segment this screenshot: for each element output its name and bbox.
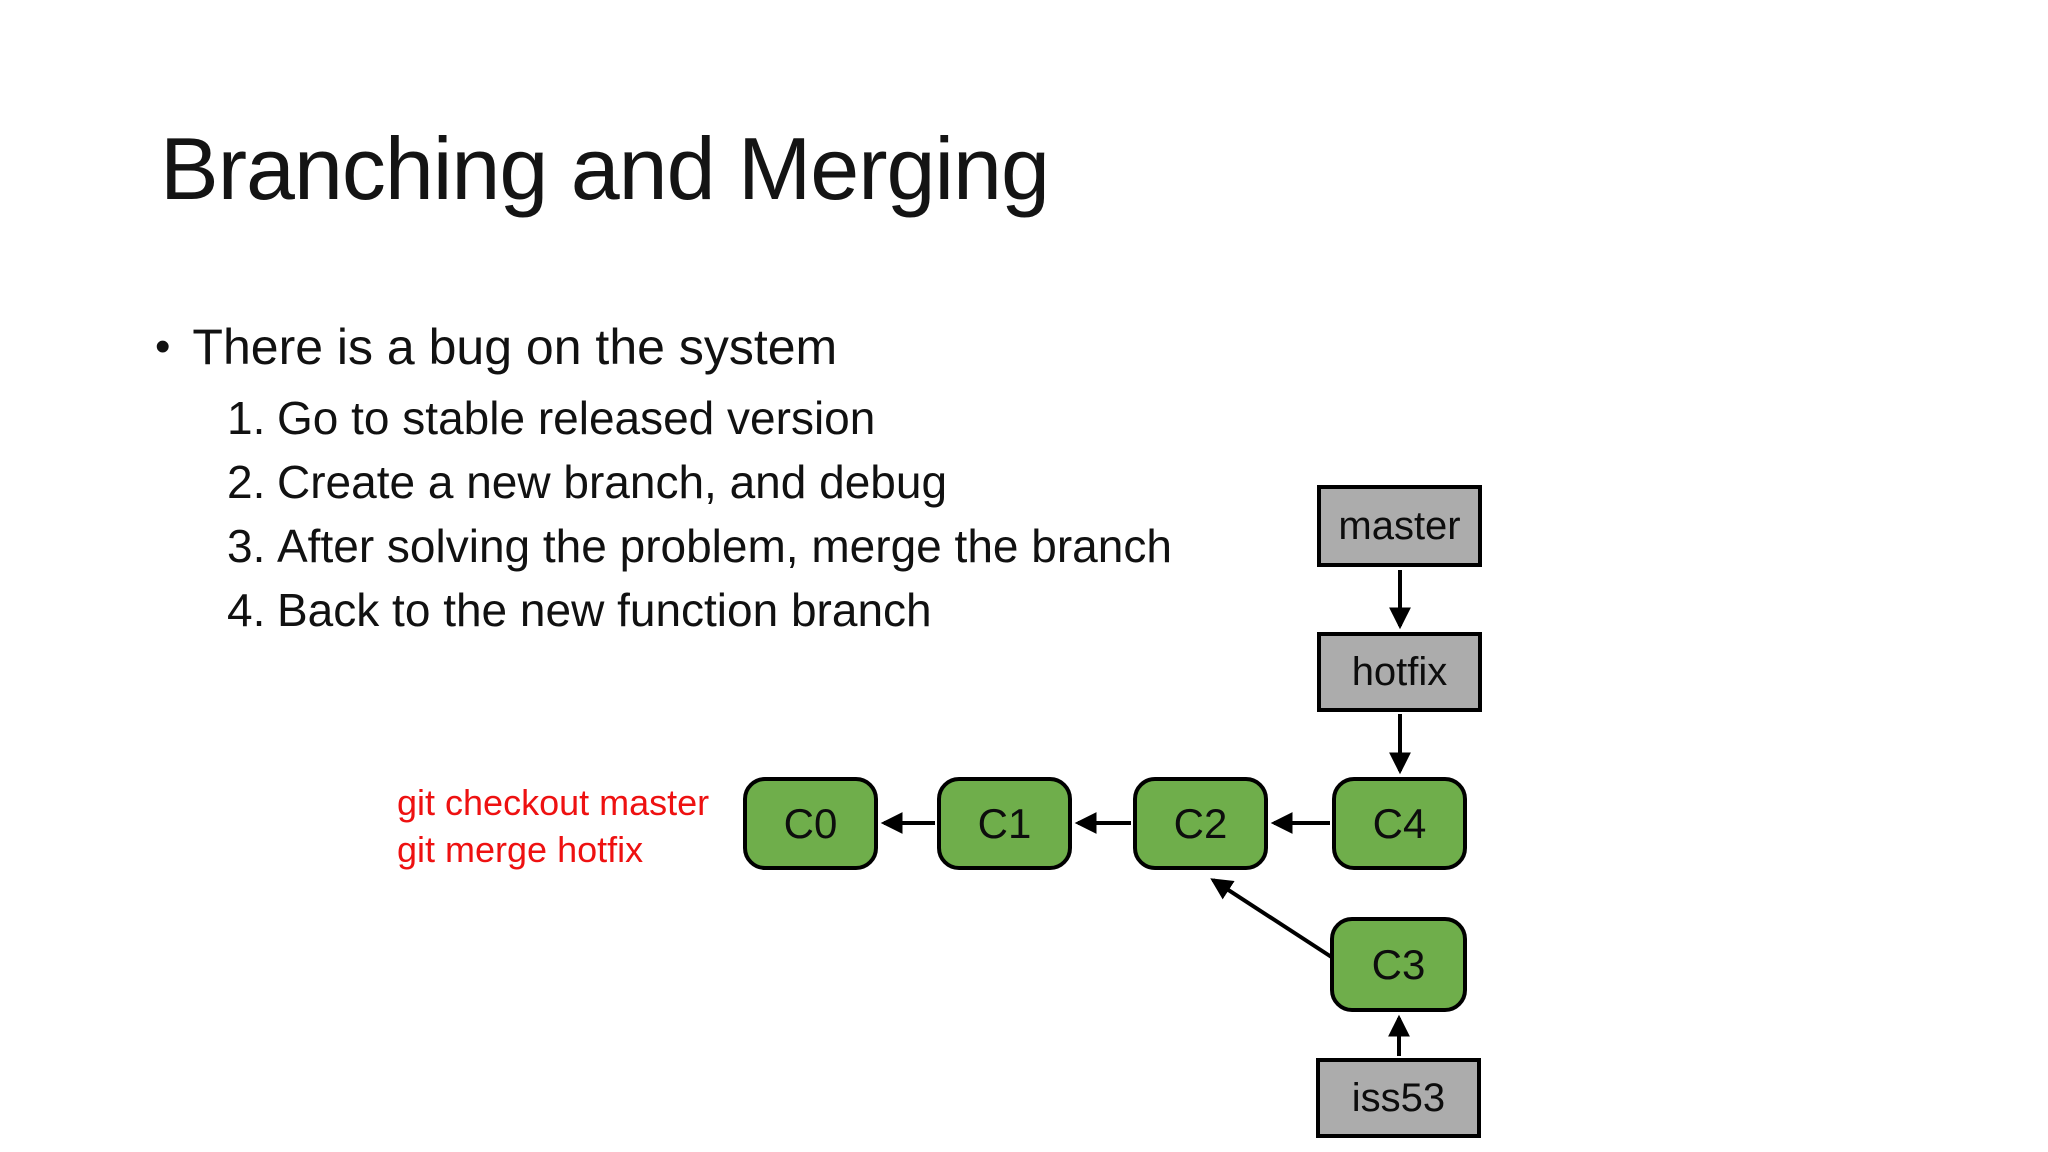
commit-box-c0: C0 <box>743 777 878 870</box>
commit-label: C1 <box>977 799 1032 847</box>
git-command-merge: git merge hotfix <box>397 829 644 870</box>
list-item-3: 3.After solving the problem, merge the b… <box>227 514 1172 578</box>
commit-box-c1: C1 <box>937 777 1072 870</box>
branch-label: hotfix <box>1351 649 1448 694</box>
commit-label: C3 <box>1371 940 1426 988</box>
commit-box-c3: C3 <box>1330 917 1467 1012</box>
git-command-checkout: git checkout master <box>397 782 710 823</box>
slide-title: Branching and Merging <box>160 119 1050 218</box>
list-item-4: 4.Back to the new function branch <box>227 578 1172 642</box>
git-commands: git checkout master git merge hotfix <box>397 779 709 873</box>
commit-box-c4: C4 <box>1332 777 1467 870</box>
arrow-c3-to-c2 <box>1210 878 1335 960</box>
branch-label: iss53 <box>1351 1075 1446 1120</box>
commit-label: C0 <box>783 799 838 847</box>
list-item-text: After solving the problem, merge the bra… <box>277 520 1172 572</box>
list-item-number: 4. <box>227 584 266 636</box>
branch-box-master: master <box>1317 485 1482 567</box>
bullet-item: • There is a bug on the system <box>155 318 837 376</box>
bullet-text: There is a bug on the system <box>192 319 838 375</box>
list-item-1: 1.Go to stable released version <box>227 386 1172 450</box>
branch-box-hotfix: hotfix <box>1317 632 1482 712</box>
list-item-number: 1. <box>227 392 266 444</box>
commit-box-c2: C2 <box>1133 777 1268 870</box>
bullet-icon: • <box>155 322 171 371</box>
numbered-list: 1.Go to stable released version 2.Create… <box>227 386 1172 642</box>
list-item-number: 2. <box>227 456 266 508</box>
list-item-number: 3. <box>227 520 266 572</box>
branch-box-iss53: iss53 <box>1316 1058 1481 1138</box>
branch-label: master <box>1338 503 1461 548</box>
list-item-text: Back to the new function branch <box>277 584 932 636</box>
list-item-text: Create a new branch, and debug <box>277 456 948 508</box>
commit-label: C2 <box>1173 799 1228 847</box>
list-item-text: Go to stable released version <box>277 392 876 444</box>
list-item-2: 2.Create a new branch, and debug <box>227 450 1172 514</box>
commit-label: C4 <box>1372 799 1427 847</box>
